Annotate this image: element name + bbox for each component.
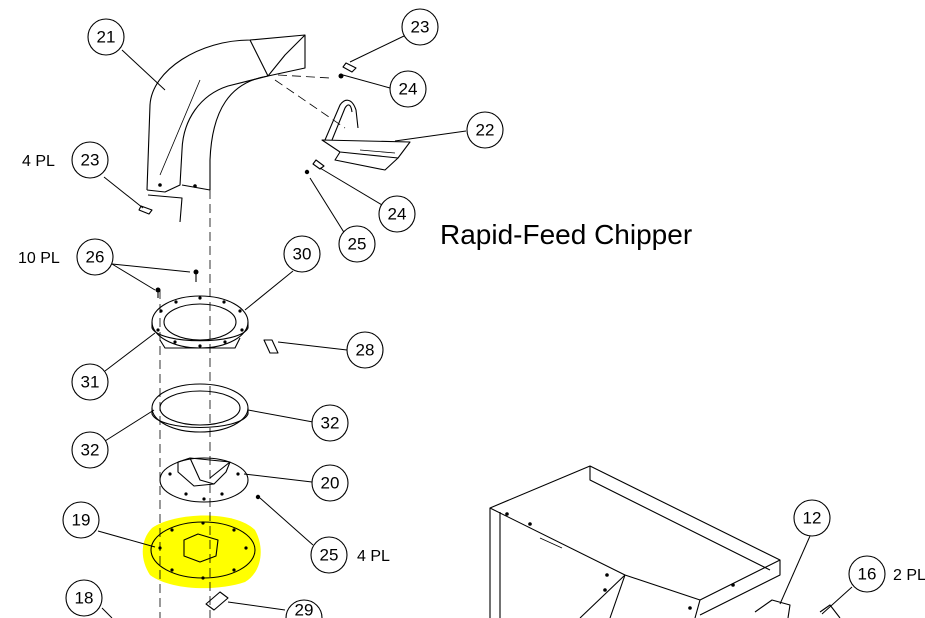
callout-30: 30 xyxy=(283,235,321,273)
callout-16: 16 xyxy=(848,555,886,593)
qty-note-23: 4 PL xyxy=(22,153,55,170)
callout-28: 28 xyxy=(346,331,384,369)
callout-24-top: 24 xyxy=(389,70,427,108)
svg-text:24: 24 xyxy=(388,205,407,224)
callout-18: 18 xyxy=(65,579,103,617)
svg-text:32: 32 xyxy=(81,441,100,460)
callout-23-top: 23 xyxy=(401,8,439,46)
svg-text:25: 25 xyxy=(348,235,367,254)
qty-note-25: 4 PL xyxy=(357,548,390,565)
svg-text:22: 22 xyxy=(476,121,495,140)
svg-text:21: 21 xyxy=(97,28,116,47)
callout-24-mid: 24 xyxy=(378,195,416,233)
svg-text:26: 26 xyxy=(86,248,105,267)
callout-12: 12 xyxy=(793,499,831,537)
part-26-bolts xyxy=(155,269,199,298)
callout-31: 31 xyxy=(71,363,109,401)
svg-text:25: 25 xyxy=(320,546,339,565)
svg-text:19: 19 xyxy=(72,511,91,530)
callout-21: 21 xyxy=(87,18,125,56)
hopper-assembly xyxy=(489,465,841,618)
part-21-discharge-chute xyxy=(146,34,306,223)
callout-32-left: 32 xyxy=(71,431,109,469)
svg-text:16: 16 xyxy=(858,565,877,584)
part-32-gasket xyxy=(151,383,249,433)
svg-text:12: 12 xyxy=(803,509,822,528)
hardware-bolts-top xyxy=(138,62,357,215)
callout-23-left: 23 xyxy=(71,141,109,179)
callout-20: 20 xyxy=(311,464,349,502)
qty-note-16: 2 PL xyxy=(893,567,925,584)
part-28-clip xyxy=(263,339,279,354)
svg-text:24: 24 xyxy=(399,80,418,99)
callout-29: 29 xyxy=(285,599,323,618)
part-22-deflector xyxy=(321,99,411,171)
callout-25-bottom: 25 xyxy=(310,536,348,574)
svg-text:32: 32 xyxy=(321,414,340,433)
leader-lines xyxy=(97,35,853,618)
svg-text:30: 30 xyxy=(293,245,312,264)
svg-text:23: 23 xyxy=(411,18,430,37)
part-30-31-ring-plates xyxy=(151,295,249,349)
callout-32-right: 32 xyxy=(311,404,349,442)
qty-note-26: 10 PL xyxy=(18,250,60,267)
svg-text:18: 18 xyxy=(75,589,94,608)
svg-text:31: 31 xyxy=(81,373,100,392)
part-19-base-plate xyxy=(150,521,256,611)
svg-text:29: 29 xyxy=(295,601,314,618)
callout-22: 22 xyxy=(466,111,504,149)
axis-deflector-link-2 xyxy=(274,79,346,129)
diagram-title: Rapid-Feed Chipper xyxy=(440,219,692,250)
callout-26: 26 xyxy=(76,238,114,276)
axis-deflector-link xyxy=(277,74,331,79)
svg-text:20: 20 xyxy=(321,474,340,493)
svg-text:23: 23 xyxy=(81,151,100,170)
callout-25-top: 25 xyxy=(338,225,376,263)
callout-19: 19 xyxy=(62,501,100,539)
svg-text:28: 28 xyxy=(356,341,375,360)
part-20-transition-plate xyxy=(159,457,261,503)
